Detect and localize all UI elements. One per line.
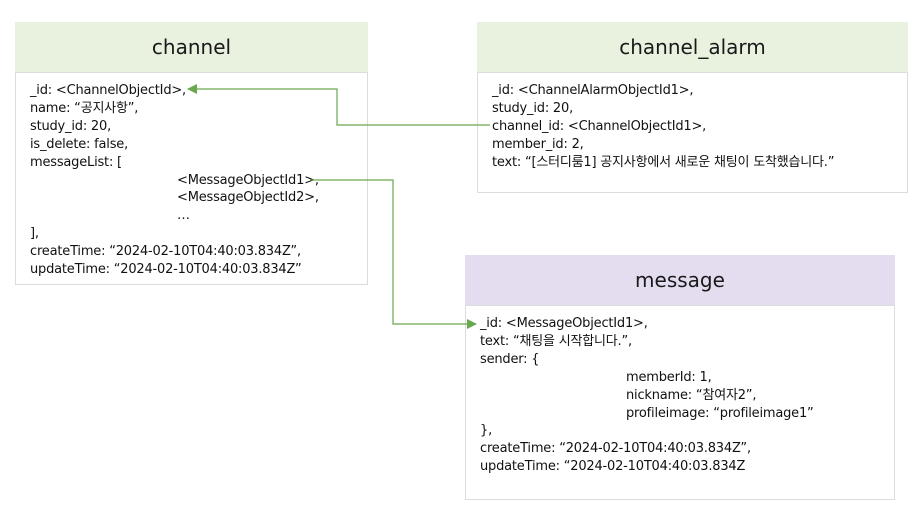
alarm-field-text: text: “[스터디룸1] 공지사항에서 새로운 채팅이 도착했습니다.” xyxy=(492,155,835,170)
message-field-sender-close: }, xyxy=(480,423,493,438)
message-field-sender: sender: { xyxy=(480,352,540,367)
channel-message-ref-1: <MessageObjectId1>, xyxy=(177,173,319,188)
channel-message-ellipsis: … xyxy=(177,208,190,223)
channel-field-study-id: study_id: 20, xyxy=(30,119,112,134)
channel-field-is-delete: is_delete: false, xyxy=(30,137,129,152)
alarm-field-study-id: study_id: 20, xyxy=(492,101,574,116)
message-fields: _id: <MessageObjectId1>, text: “채팅을 시작합니… xyxy=(465,305,895,500)
channel-fields: _id: <ChannelObjectId>, name: “공지사항”, st… xyxy=(15,72,368,285)
message-entity: message _id: <MessageObjectId1>, text: “… xyxy=(465,255,895,500)
channel-alarm-fields: _id: <ChannelAlarmObjectId1>, study_id: … xyxy=(477,72,908,193)
alarm-field-member-id: member_id: 2, xyxy=(492,137,584,152)
channel-field-message-list: messageList: [ xyxy=(30,155,122,170)
channel-field-name: name: “공지사항”, xyxy=(30,101,139,116)
message-sender-member-id: memberId: 1, xyxy=(626,370,712,385)
channel-field-list-close: ], xyxy=(30,226,39,241)
message-field-id: _id: <MessageObjectId1>, xyxy=(480,316,648,331)
channel-field-id: _id: <ChannelObjectId>, xyxy=(30,83,186,98)
message-title: message xyxy=(465,255,895,305)
channel-title: channel xyxy=(15,22,368,72)
alarm-field-channel-id: channel_id: <ChannelObjectId1>, xyxy=(492,119,707,134)
channel-entity: channel _id: <ChannelObjectId>, name: “공… xyxy=(15,22,368,285)
channel-field-update-time: updateTime: “2024-02-10T04:40:03.834Z” xyxy=(30,262,302,277)
message-sender-nickname: nickname: “참여자2”, xyxy=(626,388,757,403)
channel-message-ref-2: <MessageObjectId2>, xyxy=(177,190,319,205)
channel-alarm-entity: channel_alarm _id: <ChannelAlarmObjectId… xyxy=(477,22,908,193)
message-field-text: text: “채팅을 시작합니다.”, xyxy=(480,334,632,349)
message-field-update-time: updateTime: “2024-02-10T04:40:03.834Z xyxy=(480,459,746,474)
alarm-field-id: _id: <ChannelAlarmObjectId1>, xyxy=(492,83,694,98)
channel-alarm-title: channel_alarm xyxy=(477,22,908,72)
channel-field-create-time: createTime: “2024-02-10T04:40:03.834Z”, xyxy=(30,244,301,259)
message-field-create-time: createTime: “2024-02-10T04:40:03.834Z”, xyxy=(480,441,751,456)
message-sender-profileimage: profileimage: “profileimage1” xyxy=(626,406,814,421)
